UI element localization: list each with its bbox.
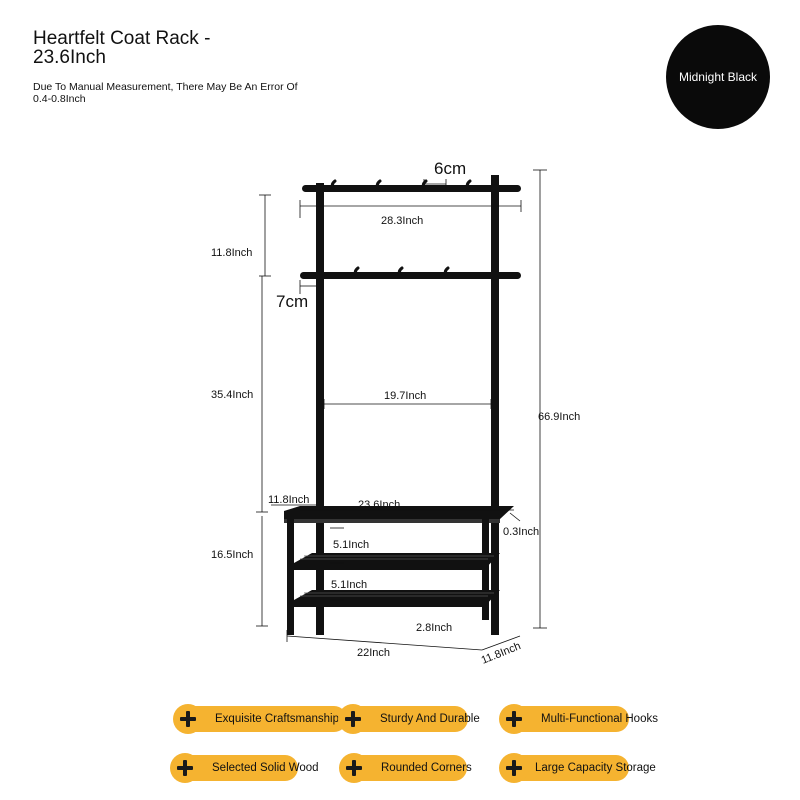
feature-selected-solid-wood: Selected Solid Wood — [170, 753, 319, 783]
plus-icon — [339, 753, 369, 783]
dim-lower-hook-offset: 7cm — [276, 292, 308, 311]
right-post — [491, 175, 499, 635]
dim-total-height: 66.9Inch — [538, 411, 580, 423]
lower-hook-bar — [300, 272, 521, 279]
page-title: Heartfelt Coat Rack - 23.6Inch — [33, 28, 211, 68]
dim-leg-height: 2.8Inch — [416, 622, 452, 634]
feature-label: Sturdy And Durable — [380, 713, 480, 725]
shoe-shelf-1 — [294, 553, 500, 570]
dim-inner-width: 19.7Inch — [384, 390, 426, 402]
top-bar — [302, 185, 521, 192]
dim-seat-width: 23.6Inch — [358, 499, 400, 511]
coat-rack-illustration — [284, 175, 521, 635]
plus-icon — [170, 753, 200, 783]
dim-base-depth: 11.8Inch — [480, 640, 523, 667]
feature-large-capacity-storage: Large Capacity Storage — [499, 753, 656, 783]
color-badge-label: Midnight Black — [678, 70, 758, 84]
feature-multi-functional-hooks: Multi-Functional Hooks — [499, 704, 658, 734]
dimension-lines — [256, 169, 547, 651]
dim-top-width: 28.3Inch — [381, 215, 423, 227]
coat-rack-diagram: 6cm 28.3Inch 11.8Inch 7cm 35.4Inch 19.7I… — [211, 159, 580, 667]
shoe-shelf-2 — [294, 590, 500, 607]
feature-label: Large Capacity Storage — [535, 762, 656, 774]
dim-shelf-gap-1: 5.1Inch — [333, 539, 369, 551]
feature-sturdy-and-durable: Sturdy And Durable — [338, 704, 480, 734]
feature-label: Exquisite Craftsmanship — [215, 713, 339, 725]
feature-label: Rounded Corners — [381, 762, 472, 774]
plus-icon — [499, 753, 529, 783]
dim-shelf-gap-2: 5.1Inch — [331, 579, 367, 591]
bench-front-right-leg — [482, 519, 489, 620]
bench-front-left-leg — [287, 519, 294, 635]
dim-base-width: 22Inch — [357, 647, 390, 659]
dim-bench-height: 16.5Inch — [211, 549, 253, 561]
dim-mid-section-height: 35.4Inch — [211, 389, 253, 401]
color-badge: Midnight Black — [666, 25, 770, 129]
left-post — [316, 183, 324, 635]
plus-icon — [499, 704, 529, 734]
feature-exquisite-craftsmanship: Exquisite Craftsmanship — [173, 704, 347, 734]
plus-icon — [338, 704, 368, 734]
plus-icon — [173, 704, 203, 734]
bench-seat — [284, 506, 514, 519]
dim-top-section-height: 11.8Inch — [211, 247, 252, 259]
feature-rounded-corners: Rounded Corners — [339, 753, 472, 783]
feature-label: Multi-Functional Hooks — [541, 713, 658, 725]
lower-hooks — [353, 266, 450, 277]
feature-label: Selected Solid Wood — [212, 762, 319, 774]
dim-seat-thickness: 0.3Inch — [503, 526, 539, 538]
dim-seat-depth: 11.8Inch — [268, 494, 309, 506]
measurement-note: Due To Manual Measurement, There May Be … — [33, 81, 298, 105]
dim-hook-gap: 6cm — [434, 159, 466, 178]
